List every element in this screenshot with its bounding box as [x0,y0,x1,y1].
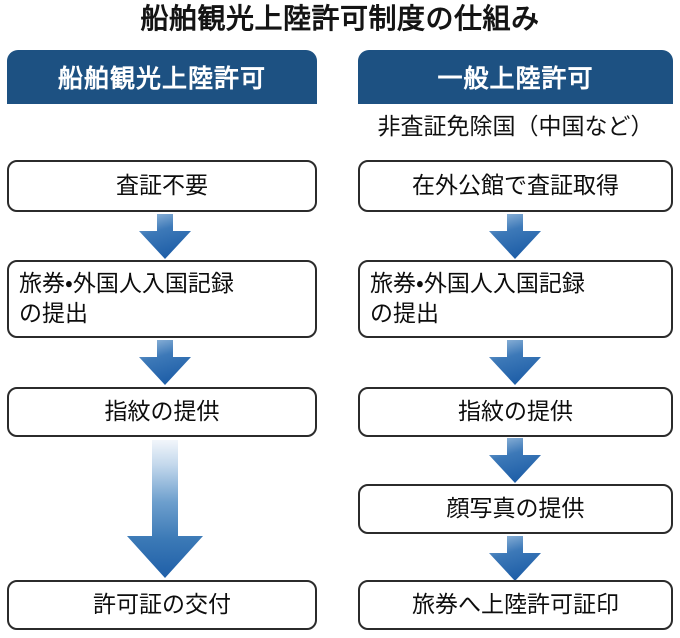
step-box-right-5-label: 旅券へ上陸許可証印 [412,592,619,618]
step-box-right-2-label: 旅券・外国人入国記録 の提出 [370,271,585,327]
downward-flow-arrow-left-1 [137,214,193,260]
step-box-right-3-label: 指紋の提供 [458,399,573,425]
step-box-left-1: 査証不要 [7,160,317,212]
downward-flow-arrow-right-3 [487,438,543,484]
step-box-right-4: 顔写真の提供 [358,484,673,534]
step-box-left-4-label: 許可証の交付 [93,592,231,618]
page-title: 船舶観光上陸許可制度の仕組み [140,2,540,35]
step-box-left-2: 旅券・外国人入国記録 の提出 [7,260,317,338]
step-box-right-5: 旅券へ上陸許可証印 [358,580,673,630]
downward-flow-arrow-left-2 [137,340,193,386]
step-box-left-4: 許可証の交付 [7,580,317,630]
step-box-right-1: 在外公館で査証取得 [358,160,673,212]
step-box-right-4-label: 顔写真の提供 [446,496,585,522]
downward-flow-arrow-left-long [125,440,205,580]
step-box-right-2: 旅券・外国人入国記録 の提出 [358,260,673,338]
downward-flow-arrow-right-1 [487,214,543,260]
sub-caption-non-visa-exempt-countries: 非査証免除国（中国など） [377,114,654,140]
downward-flow-arrow-right-2 [487,340,543,386]
column-header-general-landing: 一般上陸許可 [358,50,673,104]
step-box-left-3: 指紋の提供 [7,387,317,437]
step-box-left-3-label: 指紋の提供 [104,399,220,425]
step-box-left-2-label: 旅券・外国人入国記録 の提出 [19,271,234,327]
step-box-left-1-label: 査証不要 [116,173,208,199]
step-box-right-1-label: 在外公館で査証取得 [412,173,619,199]
step-box-right-3: 指紋の提供 [358,387,673,437]
downward-flow-arrow-right-4 [487,536,543,582]
column-header-vessel-tourism: 船舶観光上陸許可 [7,50,317,104]
